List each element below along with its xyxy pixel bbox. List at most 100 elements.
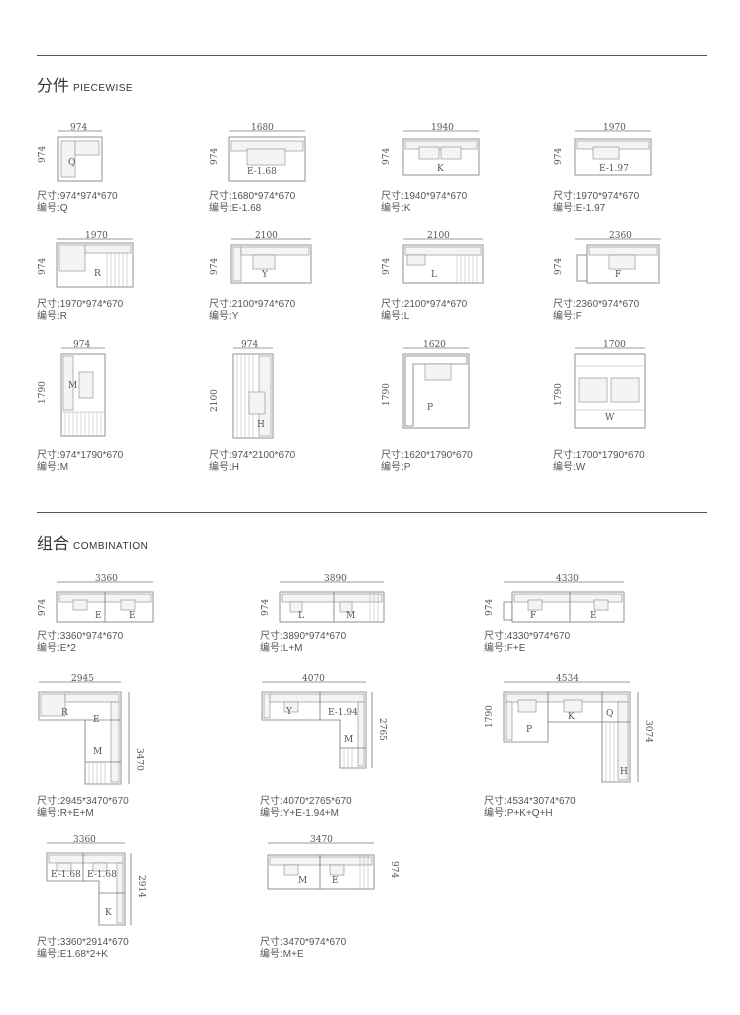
piece-m-spec: 尺寸:974*1790*670 编号:M: [37, 450, 124, 473]
combo-e168k-code-2: E-1.68: [87, 870, 117, 880]
piece-l-drawing: 2100 974 L: [382, 231, 484, 284]
combo-rem: 2945 3470 R E M: [37, 672, 187, 790]
piece-m: 974 1790 M: [37, 340, 157, 440]
combo-e2-drawing: 3360 974 E E: [38, 574, 154, 623]
middle-rule: [37, 512, 707, 513]
combo-e2: 3360 974 E E: [37, 572, 187, 627]
piece-m-depth: 1790: [38, 381, 48, 404]
combo-pkqh-code-3: Q: [606, 709, 613, 719]
combo-pkqh: 4534 1790 3074 P K Q H: [484, 672, 674, 790]
combo-me-code-1: M: [298, 876, 307, 886]
combo-yem-spec: 尺寸:4070*2765*670 编号:Y+E-1.94+M: [260, 796, 352, 819]
piece-l-spec: 尺寸:2100*974*670 编号:L: [381, 299, 468, 322]
piece-e168-depth: 974: [210, 148, 220, 165]
combo-fe-spec: 尺寸:4330*974*670 编号:F+E: [484, 631, 571, 654]
piece-h-drawing: 974 2100 H: [210, 340, 274, 439]
piece-k-spec: 尺寸:1940*974*670 编号:K: [381, 191, 468, 214]
piecewise-title-en: PIECEWISE: [73, 83, 134, 94]
piece-e168-code: E-1.68: [247, 167, 277, 177]
combo-me-code-2: E: [332, 876, 339, 886]
piece-f-width: 2360: [609, 231, 632, 241]
combo-lm-code-1: L: [298, 611, 304, 621]
combination-title-en: COMBINATION: [73, 541, 149, 552]
piece-q-spec: 尺寸:974*974*670 编号:Q: [37, 191, 118, 214]
piece-h-code: H: [257, 420, 265, 430]
combo-pkqh-code-4: H: [620, 767, 628, 777]
combo-lm-spec: 尺寸:3890*974*670 编号:L+M: [260, 631, 347, 654]
piece-y-code: Y: [261, 270, 269, 280]
top-rule: [37, 55, 707, 56]
piece-r-spec: 尺寸:1970*974*670 编号:R: [37, 299, 124, 322]
combo-fe-width: 4330: [556, 574, 579, 584]
combo-e2-code-2: E: [129, 611, 136, 621]
piece-m-drawing: 974 1790 M: [38, 340, 106, 437]
piece-f-code: F: [615, 270, 621, 280]
piece-e168-width: 1680: [251, 123, 274, 133]
piece-e168: 1680 974 E-1.68: [209, 123, 329, 185]
piece-w-code: W: [605, 413, 615, 423]
combo-pkqh-code-2: K: [568, 712, 575, 722]
combo-e168k-width: 3360: [73, 835, 96, 845]
combo-lm: 3890 974 L M: [260, 572, 410, 627]
piece-q-drawing: 974 974 Q: [38, 123, 103, 182]
combo-fe-code-1: F: [530, 611, 536, 621]
combo-yem-depth: 2765: [377, 718, 387, 741]
combo-e168k-spec: 尺寸:3360*2914*670 编号:E1.68*2+K: [37, 937, 129, 960]
piece-y-width: 2100: [255, 231, 278, 241]
combo-rem-width: 2945: [71, 674, 94, 684]
piece-e197-code: E-1.97: [599, 164, 629, 174]
combo-e2-spec: 尺寸:3360*974*670 编号:E*2: [37, 631, 124, 654]
piece-w-width: 1700: [603, 340, 626, 350]
piece-e168-drawing: 1680 974 E-1.68: [210, 123, 306, 182]
combo-rem-code-3: M: [93, 747, 102, 757]
combo-pkqh-code-1: P: [526, 725, 532, 735]
piece-y-drawing: 2100 974 Y: [210, 231, 312, 284]
combo-e168k-code-3: K: [105, 908, 112, 918]
piece-k-depth: 974: [382, 148, 392, 165]
combo-rem-drawing: 2945 3470 R E M: [38, 674, 144, 785]
piece-f-drawing: 2360 974 F: [554, 231, 661, 284]
piece-e168-spec: 尺寸:1680*974*670 编号:E-1.68: [209, 191, 296, 214]
piece-l-code: L: [431, 270, 437, 280]
combo-yem-code-3: M: [344, 735, 353, 745]
piece-w: 1700 1790 W: [553, 340, 673, 440]
piece-h-spec: 尺寸:974*2100*670 编号:H: [209, 450, 296, 473]
piece-l: 2100 974 L: [381, 231, 501, 293]
piece-h: 974 2100 H: [209, 340, 329, 440]
piece-r-drawing: 1970 974 R: [38, 231, 134, 288]
piece-p: 1620 1790 P: [381, 340, 501, 440]
combo-e2-width: 3360: [95, 574, 118, 584]
piece-f: 2360 974 F: [553, 231, 673, 293]
piece-f-depth: 974: [554, 258, 564, 275]
piece-h-width: 974: [241, 340, 258, 350]
combo-me-spec: 尺寸:3470*974*670 编号:M+E: [260, 937, 347, 960]
combo-lm-code-2: M: [346, 611, 355, 621]
piece-e197-width: 1970: [603, 123, 626, 133]
piece-q-width: 974: [70, 123, 87, 133]
combo-yem-drawing: 4070 2765 Y E-1.94 M: [261, 674, 387, 769]
piece-q: 974 974 Q: [37, 123, 157, 185]
piece-e197-drawing: 1970 974 E-1.97: [554, 123, 652, 176]
piece-l-depth: 974: [382, 258, 392, 275]
piece-r-depth: 974: [38, 258, 48, 275]
combo-e168k-depth: 2914: [136, 875, 146, 898]
combo-me-depth: 974: [389, 861, 399, 878]
piecewise-title-cn: 分件: [37, 78, 70, 95]
combo-e2-code-1: E: [95, 611, 102, 621]
combo-rem-depth: 3470: [134, 748, 144, 771]
piece-q-code: Q: [68, 158, 75, 168]
piece-f-spec: 尺寸:2360*974*670 编号:F: [553, 299, 640, 322]
piece-m-width: 974: [73, 340, 90, 350]
piece-l-width: 2100: [427, 231, 450, 241]
combo-rem-code-2: E: [93, 715, 100, 725]
piece-w-depth: 1790: [554, 383, 564, 406]
piece-p-code: P: [427, 403, 433, 413]
piece-e197: 1970 974 E-1.97: [553, 123, 673, 185]
combo-yem: 4070 2765 Y E-1.94 M: [260, 672, 410, 790]
piece-y: 2100 974 Y: [209, 231, 329, 293]
piece-p-spec: 尺寸:1620*1790*670 编号:P: [381, 450, 473, 473]
combo-lm-width: 3890: [324, 574, 347, 584]
combo-rem-spec: 尺寸:2945*3470*670 编号:R+E+M: [37, 796, 129, 819]
